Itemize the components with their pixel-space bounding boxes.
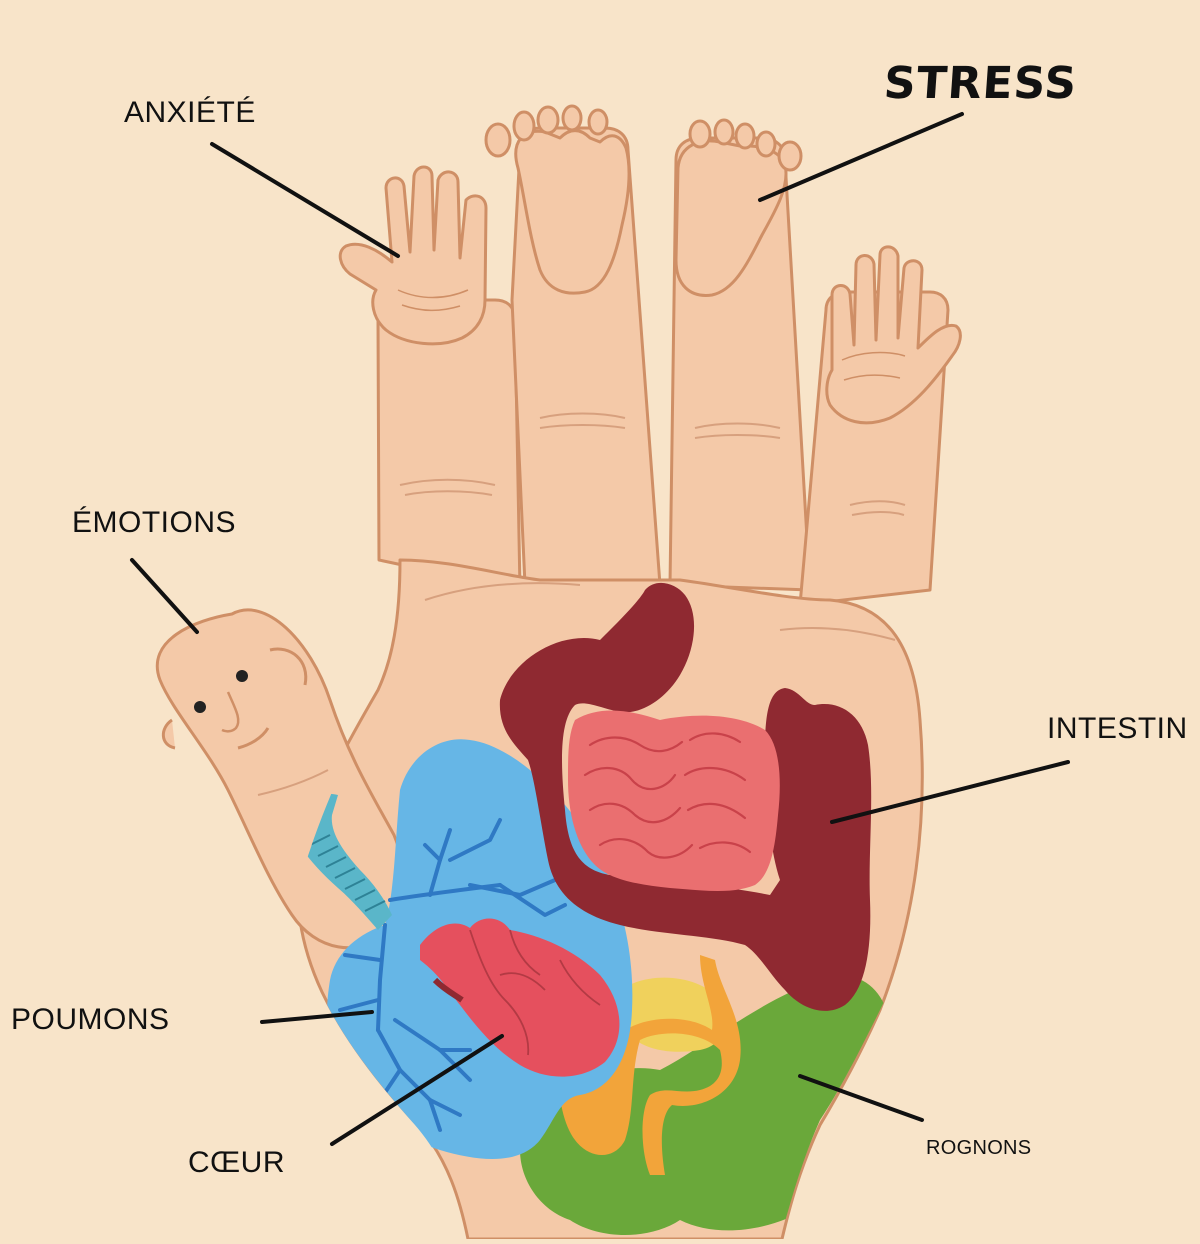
label-heart: CŒUR (188, 1146, 285, 1179)
leader-line-emotions (130, 558, 199, 634)
kidney-shape (520, 976, 893, 1235)
leader-line-kidneys (798, 1074, 924, 1122)
label-stress: STRESS (882, 58, 1079, 109)
label-kidneys: ROGNONS (926, 1137, 1032, 1159)
baby-foot-icon (674, 118, 803, 297)
finger-creases (399, 412, 906, 641)
baby-foot-icon (484, 104, 631, 295)
vessel-shape (558, 955, 741, 1175)
large-intestine-shape (499, 582, 872, 1011)
organs (301, 582, 893, 1235)
leader-line-anxiety (210, 142, 400, 258)
leader-line-stress (758, 112, 964, 202)
label-lungs: POUMONS (11, 1003, 170, 1036)
label-anxiety: ANXIÉTÉ (124, 96, 256, 129)
leader-line-lungs (260, 1010, 374, 1024)
heart-shape (420, 918, 620, 1077)
baby-hand-icon (338, 165, 488, 346)
leader-line-intestine (830, 760, 1070, 824)
thumb-face-icon (161, 647, 329, 796)
small-intestine-shape (568, 710, 780, 892)
label-intestine: INTESTIN (1047, 712, 1188, 745)
leader-lines (130, 112, 1070, 1146)
baby-hand-icon (825, 245, 962, 425)
leader-line-heart (330, 1034, 504, 1146)
label-emotions: ÉMOTIONS (72, 506, 237, 539)
small-intestine-coils (583, 732, 752, 859)
